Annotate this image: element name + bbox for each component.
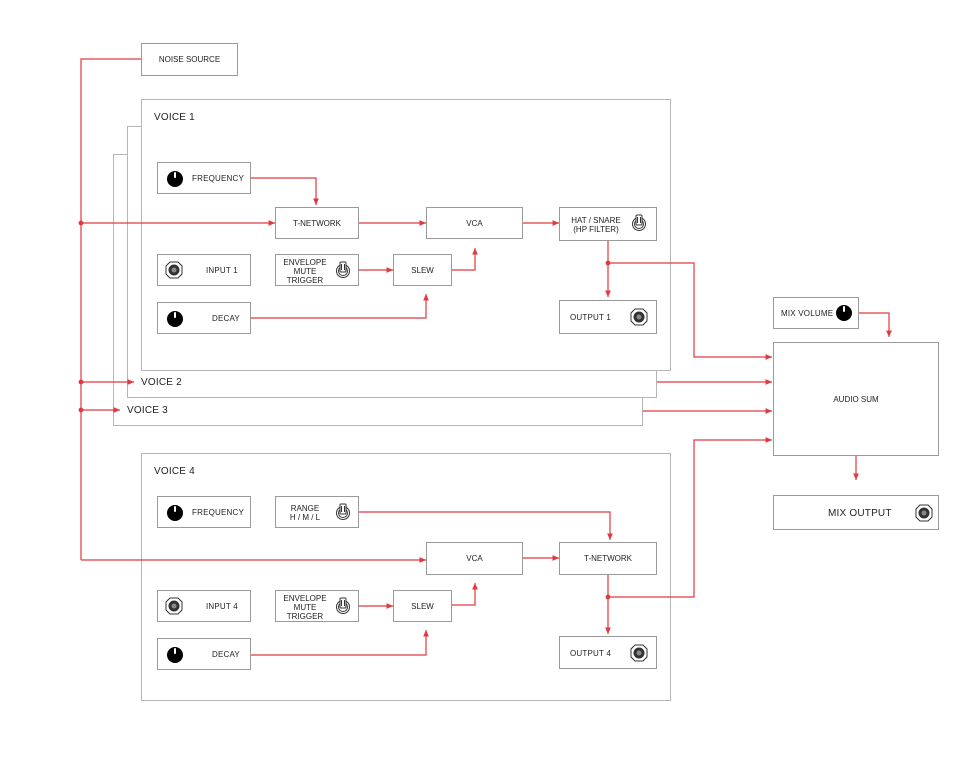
voice4-output-label: OUTPUT 4	[570, 649, 612, 658]
audio-sum-box: AUDIO SUM	[773, 342, 939, 456]
knob-icon[interactable]	[167, 505, 183, 521]
voice1-hp-filter-label: (HP FILTER)	[573, 225, 619, 234]
voice4-envelope-label: ENVELOPE	[283, 593, 327, 603]
voice1-input-box: INPUT 1	[157, 254, 251, 286]
voice1-slew-label: SLEW	[411, 265, 434, 275]
voice4-range-label: RANGE	[290, 504, 320, 513]
knob-icon[interactable]	[836, 305, 852, 321]
mix-volume-label: MIX VOLUME	[781, 309, 834, 318]
noise-source-box: NOISE SOURCE	[141, 43, 238, 76]
switch-icon[interactable]	[632, 214, 646, 234]
jack-icon[interactable]	[165, 261, 183, 279]
voice1-vca-box: VCA	[426, 207, 523, 239]
voice1-slew-box: SLEW	[393, 254, 452, 286]
voice1-hat-snare-label: HAT / SNARE	[571, 216, 621, 225]
jack-icon[interactable]	[630, 308, 648, 326]
voice1-vca-label: VCA	[466, 218, 483, 228]
voice1-envelope-box: ENVELOPE MUTE TRIGGER	[275, 254, 359, 286]
voice1-hat-snare-box: HAT / SNARE (HP FILTER)	[559, 207, 657, 241]
voice1-mute-label: MUTE	[293, 266, 317, 276]
voice4-decay-box: DECAY	[157, 638, 251, 670]
switch-icon[interactable]	[336, 503, 350, 523]
noise-source-label: NOISE SOURCE	[158, 55, 221, 64]
voice3-title: VOICE 3	[127, 405, 168, 416]
switch-icon[interactable]	[336, 261, 350, 281]
knob-icon[interactable]	[167, 647, 183, 663]
voice4-output-box: OUTPUT 4	[559, 636, 657, 669]
voice1-trigger-label: TRIGGER	[286, 275, 324, 285]
voice1-input-label: INPUT 1	[206, 266, 238, 275]
voice4-mute-label: MUTE	[293, 602, 317, 612]
audio-sum-label: AUDIO SUM	[833, 394, 879, 404]
voice4-frequency-label: FREQUENCY	[192, 508, 245, 517]
voice4-vca-box: VCA	[426, 542, 523, 575]
mix-output-box: MIX OUTPUT	[773, 495, 939, 530]
voice1-decay-label: DECAY	[212, 314, 240, 323]
voice4-input-label: INPUT 4	[206, 602, 238, 611]
voice2-title: VOICE 2	[141, 377, 182, 388]
voice4-decay-label: DECAY	[212, 650, 240, 659]
voice4-t-network-box: T-NETWORK	[559, 542, 657, 575]
voice4-title: VOICE 4	[154, 466, 195, 477]
jack-icon[interactable]	[165, 597, 183, 615]
voice1-envelope-label: ENVELOPE	[283, 257, 327, 267]
voice4-slew-label: SLEW	[411, 601, 434, 611]
voice1-output-label: OUTPUT 1	[570, 313, 612, 322]
voice4-t-network-label: T-NETWORK	[584, 554, 632, 563]
voice4-envelope-box: ENVELOPE MUTE TRIGGER	[275, 590, 359, 622]
voice1-decay-box: DECAY	[157, 302, 251, 334]
mix-output-label: MIX OUTPUT	[828, 508, 892, 519]
voice4-range-box: RANGE H / M / L	[275, 496, 359, 528]
voice1-t-network-label: T-NETWORK	[293, 218, 341, 228]
mix-volume-box: MIX VOLUME	[773, 297, 859, 329]
voice4-input-box: INPUT 4	[157, 590, 251, 622]
switch-icon[interactable]	[336, 597, 350, 617]
voice1-frequency-box: FREQUENCY	[157, 162, 251, 194]
voice1-frequency-label: FREQUENCY	[192, 174, 245, 183]
knob-icon[interactable]	[167, 311, 183, 327]
voice1-t-network-box: T-NETWORK	[275, 207, 359, 239]
voice4-range-options: H / M / L	[289, 513, 321, 522]
voice4-frequency-box: FREQUENCY	[157, 496, 251, 528]
voice4-trigger-label: TRIGGER	[286, 611, 324, 621]
voice1-title: VOICE 1	[154, 112, 195, 123]
voice4-slew-box: SLEW	[393, 590, 452, 622]
jack-icon[interactable]	[915, 504, 933, 522]
knob-icon[interactable]	[167, 171, 183, 187]
voice4-vca-label: VCA	[466, 554, 483, 563]
voice1-output-box: OUTPUT 1	[559, 300, 657, 334]
jack-icon[interactable]	[630, 644, 648, 662]
